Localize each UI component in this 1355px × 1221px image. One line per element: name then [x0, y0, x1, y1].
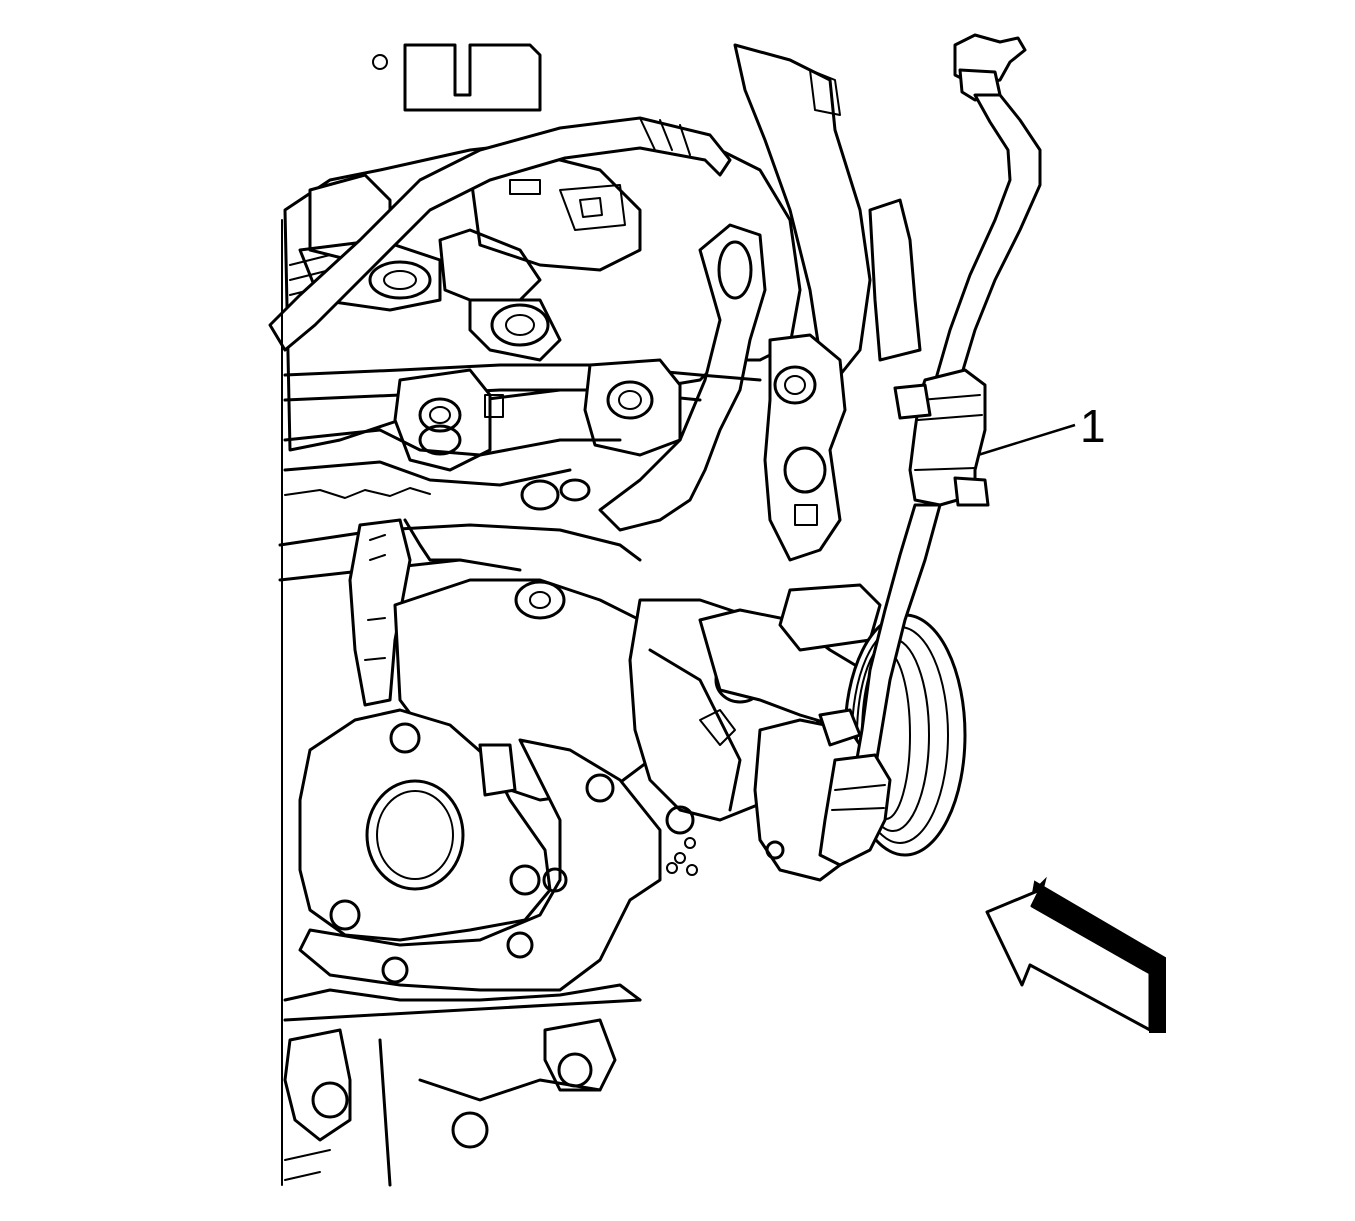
- hose-assembly: [818, 33, 1042, 867]
- engine-assembly: [268, 43, 967, 1187]
- callout-1-label: 1: [1080, 400, 1106, 452]
- view-direction-arrow-icon: [985, 876, 1166, 1033]
- callout-1-leader-line: [977, 423, 1076, 457]
- callout-1: 1: [977, 400, 1106, 457]
